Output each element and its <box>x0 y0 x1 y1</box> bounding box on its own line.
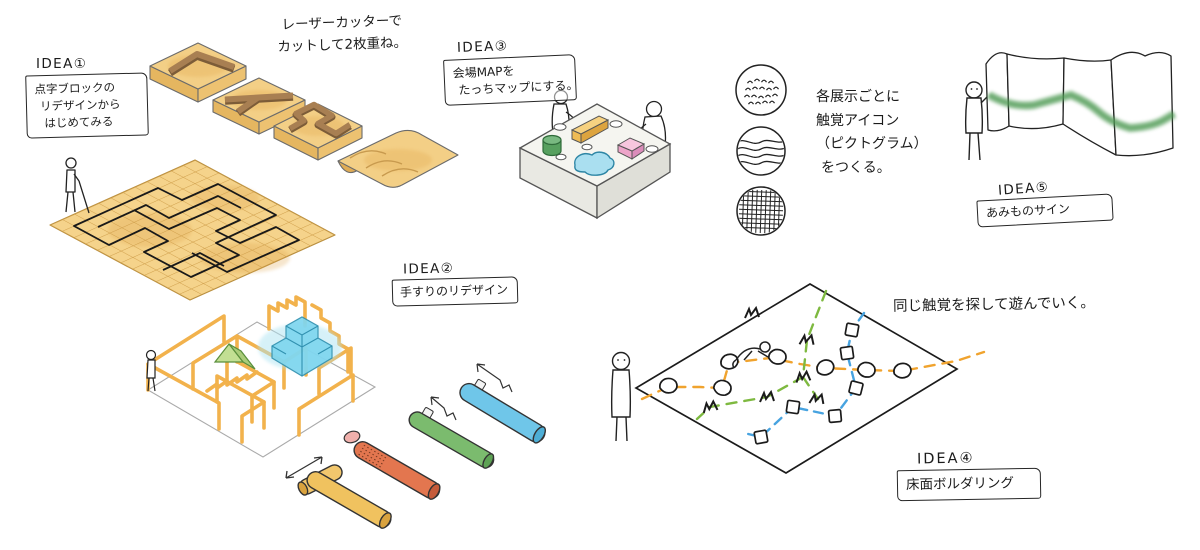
floor-bouldering-sketch <box>610 283 986 474</box>
stick-figure-cane <box>65 157 90 214</box>
map-pond <box>574 151 615 176</box>
braille-tile-zigzag <box>273 101 363 161</box>
floor-map-outline <box>634 283 959 474</box>
tactile-icons-note: 各展示ごとに 触覚アイコン （ピクトグラム） をつくる。 <box>816 86 928 180</box>
idea4-box: 床面ボルダリング <box>896 467 1042 502</box>
stick-figure-touching <box>964 81 993 161</box>
idea1-line3: はじめてみる <box>44 114 114 131</box>
texture-disc-pink <box>343 430 361 444</box>
idea3-box: 会場MAPを たっちマップにする。 <box>443 54 579 106</box>
idea4-line1: 床面ボルダリング <box>905 475 1015 494</box>
maze-prism-green <box>213 343 256 370</box>
knit-sign-sketch <box>964 51 1177 161</box>
stick-figure-watching <box>610 351 632 442</box>
idea3-line2: たっちマップにする。 <box>458 78 579 98</box>
handrail-prototypes <box>285 363 547 529</box>
maze-path-lines <box>73 183 300 278</box>
dots-texture-icon <box>735 64 787 116</box>
map-bar-yellow <box>570 115 610 144</box>
texture-circles <box>735 64 787 236</box>
idea4-title: IDEA④ <box>916 450 975 468</box>
white-cane <box>78 180 90 214</box>
tactile-map-objects <box>542 115 659 176</box>
braille-maze-floor <box>49 159 336 301</box>
grid-texture-icon <box>736 186 786 236</box>
touch-map-table-sketch <box>518 89 672 220</box>
slide-arrow-zigzag-green <box>430 396 457 421</box>
maze-stairs-blue <box>258 316 342 377</box>
waves-texture-icon <box>736 126 786 176</box>
braille-tile-wavy <box>337 129 459 188</box>
idea3-title: IDEA③ <box>456 38 509 56</box>
idea1-title: IDEA① <box>36 56 88 72</box>
stick-figure-small <box>145 349 157 392</box>
crawling-figure <box>732 341 771 369</box>
braille-tiles-sketch <box>49 42 459 301</box>
map-cylinder-green <box>542 134 562 157</box>
handrail-tee-yellow <box>297 464 392 529</box>
table-box <box>518 103 672 220</box>
handrail-maze-sketch <box>145 295 377 458</box>
braille-tile-tee <box>212 77 306 135</box>
idea5-line1: あみものサイン <box>985 201 1071 221</box>
handrail-orange <box>353 441 441 500</box>
tactile-icons-note-line1: 各展示ごとに <box>816 89 900 105</box>
slide-arrow <box>285 456 323 479</box>
handrail-green <box>408 407 495 469</box>
same-texture-play-note: 同じ触覚を探して遊んでいく。 <box>892 295 1095 315</box>
idea2-title: IDEA② <box>402 260 455 278</box>
braille-tile-corner <box>149 42 247 103</box>
laser-cut-note: レーザーカッターで カットして2枚重ね。 <box>276 10 407 58</box>
green-yarn-line <box>986 90 1177 133</box>
tactile-icons-note-line4: をつくる。 <box>821 159 891 176</box>
handrail-blue <box>459 379 547 444</box>
idea2-line1: 手すりのリデザイン <box>399 282 509 300</box>
idea2-box: 手すりのリデザイン <box>391 276 519 307</box>
laser-cut-note-line2: カットして2枚重ね。 <box>277 34 408 56</box>
idea1-box: 点字ブロックの リデザインから はじめてみる <box>25 72 149 139</box>
tactile-icons-note-line2: 触覚アイコン <box>816 112 900 129</box>
slide-arrow-zigzag-blue <box>476 363 513 393</box>
tactile-icons-note-line3: （ピクトグラム） <box>816 136 928 152</box>
map-box-pink <box>616 137 646 160</box>
